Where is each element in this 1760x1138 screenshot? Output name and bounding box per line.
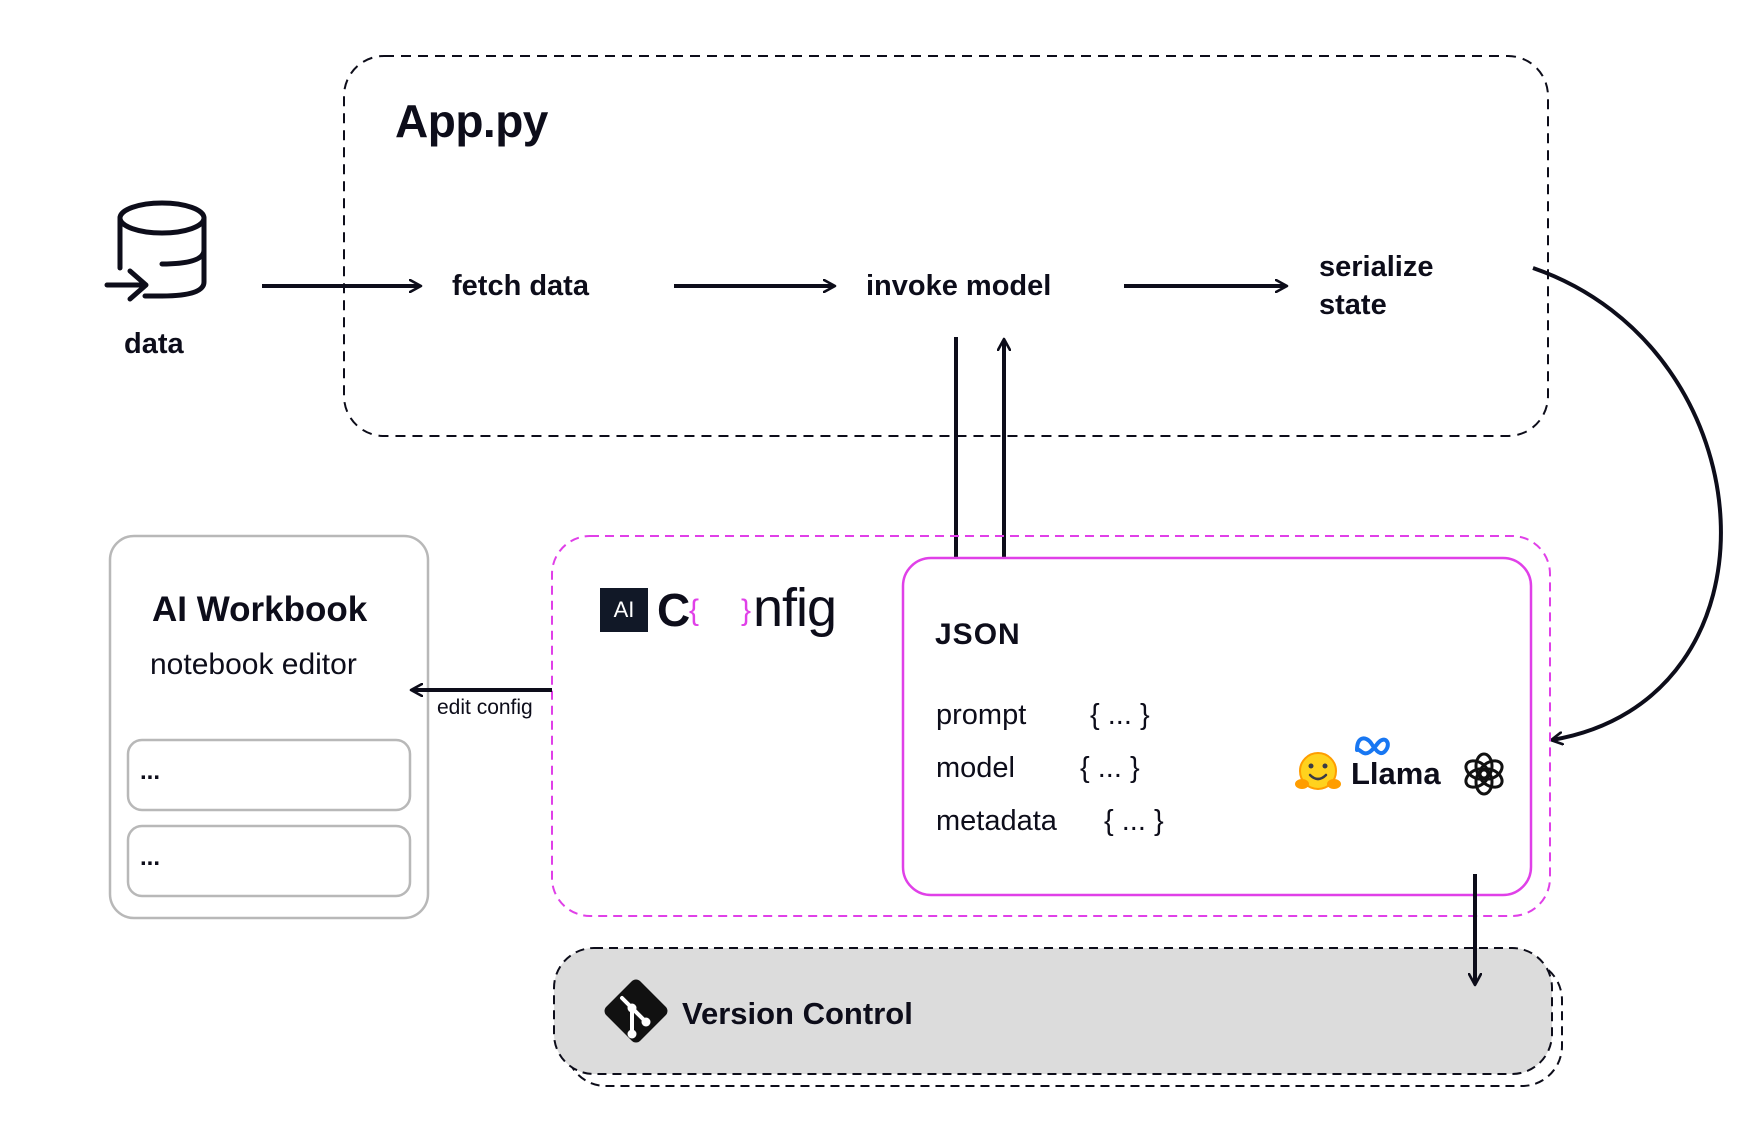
workbook-cell (126, 824, 412, 898)
json-box (901, 556, 1533, 897)
aiconfig-badge: AI (600, 588, 648, 632)
edit-config-label: edit config (437, 696, 533, 719)
meta-icon (1355, 736, 1390, 756)
json-title: JSON (935, 618, 1021, 651)
workbook-subtitle: notebook editor (150, 648, 357, 681)
workbook-cell-text: ... (140, 844, 161, 871)
json-field-key: model (936, 752, 1015, 784)
version-control-box (553, 947, 1553, 1075)
config-logo-open-brace: { (689, 594, 700, 627)
config-container (551, 535, 1551, 917)
json-field-value: { ... } (1104, 805, 1164, 837)
state-label: state (1319, 289, 1387, 321)
workbook-cell (126, 738, 412, 812)
hugging-face-icon (1295, 752, 1341, 790)
database-icon (104, 200, 207, 302)
workbook-box (108, 534, 430, 920)
git-icon (604, 979, 668, 1043)
version-control-label: Version Control (682, 996, 913, 1031)
json-field-value: { ... } (1080, 752, 1140, 784)
fetch-data-label: fetch data (452, 270, 589, 302)
openai-icon (1464, 752, 1504, 796)
app-title: App.py (395, 95, 548, 147)
invoke-model-label: invoke model (866, 270, 1052, 302)
config-logo-close-brace: } (741, 594, 752, 627)
workbook-cell-text: ... (140, 758, 161, 785)
data-label: data (124, 328, 184, 360)
config-logo-c: C (657, 584, 691, 636)
json-field-value: { ... } (1090, 699, 1150, 731)
serialize-label: serialize (1319, 251, 1434, 283)
workbook-title: AI Workbook (152, 590, 368, 629)
json-field-key: metadata (936, 805, 1057, 837)
llama-label: Llama (1351, 756, 1441, 791)
config-logo-rest: nfig (753, 578, 837, 638)
app-container (343, 55, 1549, 437)
arrow-serialize-to-config (1532, 266, 1723, 740)
json-field-key: prompt (936, 699, 1027, 731)
